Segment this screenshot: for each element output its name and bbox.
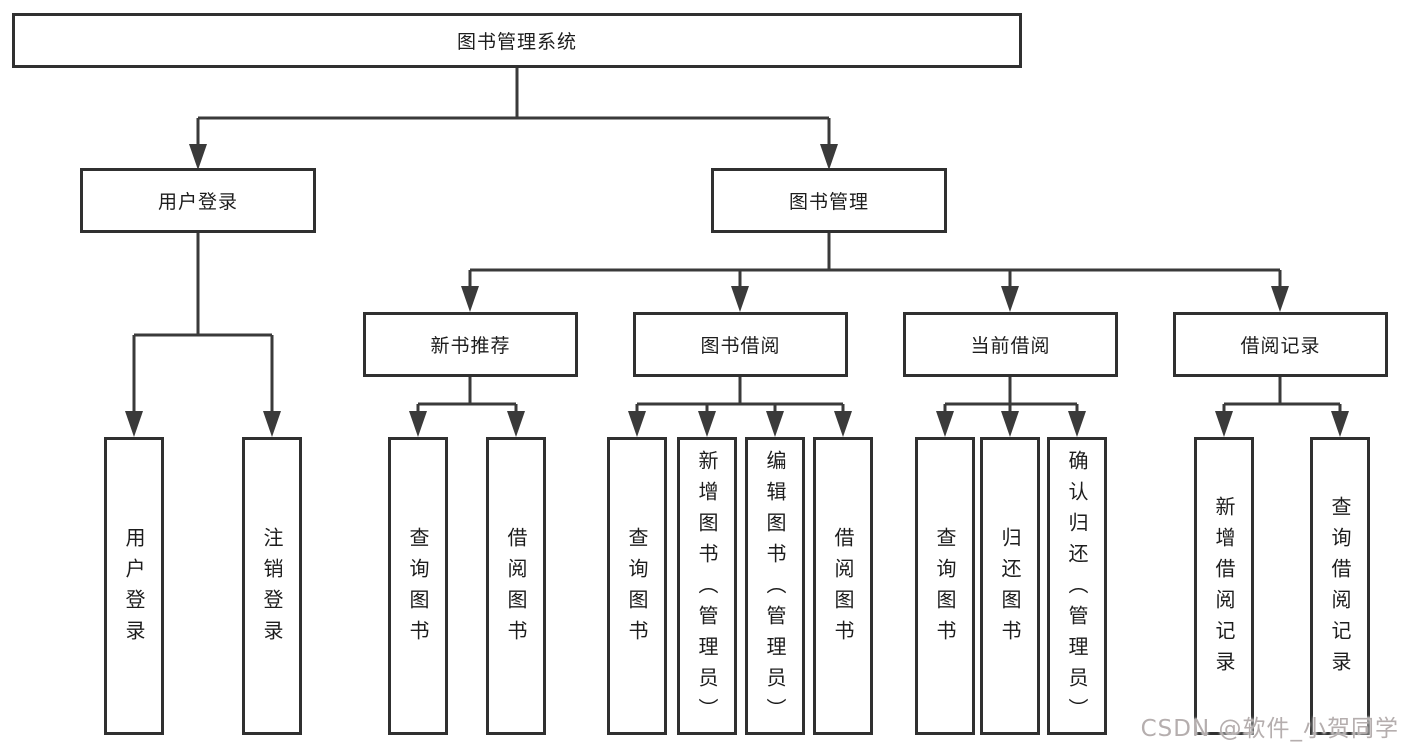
- node-query-borrow-record: 查询借阅记录: [1310, 437, 1370, 735]
- node-borrow-books: 借阅图书: [486, 437, 546, 735]
- arrowheads: [125, 144, 1349, 437]
- node-add-book-admin: 新增图书（管理员）: [677, 437, 737, 735]
- node-query-books: 查询图书: [915, 437, 975, 735]
- node-library-management-system: 图书管理系统: [12, 13, 1022, 68]
- node-borrowing-records: 借阅记录: [1173, 312, 1388, 377]
- node-logout: 注销登录: [242, 437, 302, 735]
- node-user-login: 用户登录: [80, 168, 316, 233]
- node-borrow-books: 借阅图书: [813, 437, 873, 735]
- node-query-books: 查询图书: [388, 437, 448, 735]
- node-current-borrowing: 当前借阅: [903, 312, 1118, 377]
- node-return-books: 归还图书: [980, 437, 1040, 735]
- node-add-borrow-record: 新增借阅记录: [1194, 437, 1254, 735]
- node-book-borrowing: 图书借阅: [633, 312, 848, 377]
- node-query-books: 查询图书: [607, 437, 667, 735]
- node-user-login-leaf: 用户登录: [104, 437, 164, 735]
- csdn-watermark: CSDN @软件_小贺同学: [1140, 716, 1399, 742]
- node-edit-book-admin: 编辑图书（管理员）: [745, 437, 805, 735]
- node-new-book-recommendation: 新书推荐: [363, 312, 578, 377]
- node-confirm-return-admin: 确认归还（管理员）: [1047, 437, 1107, 735]
- node-book-management: 图书管理: [711, 168, 947, 233]
